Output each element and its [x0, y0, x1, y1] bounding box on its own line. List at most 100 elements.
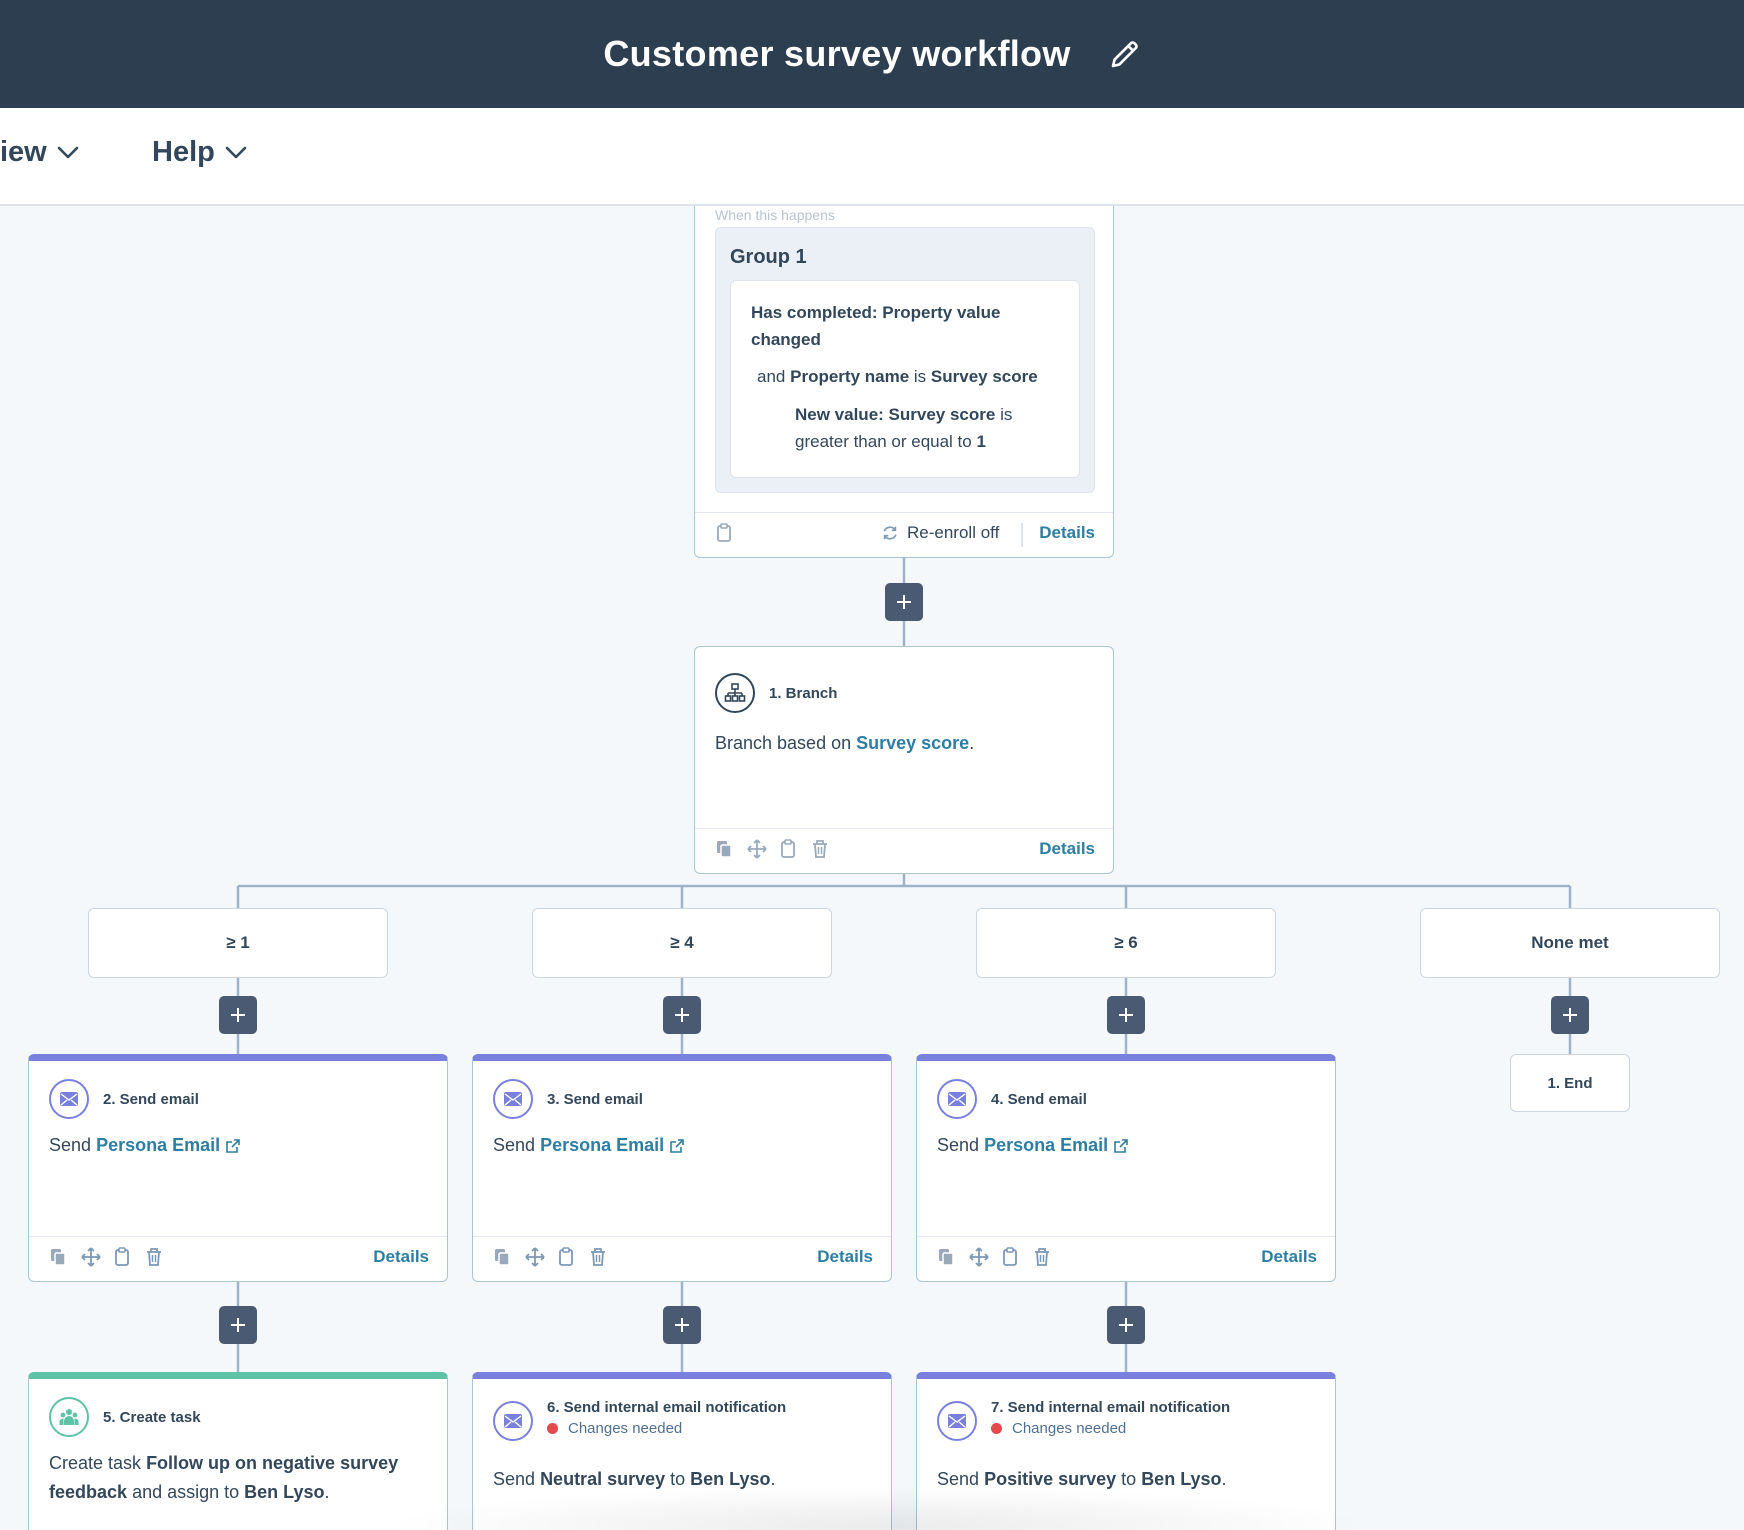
- plus-icon: [675, 1008, 689, 1022]
- condition-line2: and Property name is Survey score: [757, 367, 1038, 386]
- step-footer: Details: [917, 1236, 1335, 1281]
- reenroll-status[interactable]: Re-enroll off: [881, 523, 999, 543]
- plus-icon: [1119, 1008, 1133, 1022]
- condition-line1: Has completed: Property value changed: [751, 303, 1001, 349]
- branch-description: Branch based on Survey score.: [715, 733, 975, 753]
- add-step-button[interactable]: [219, 1306, 257, 1344]
- clipboard-icon[interactable]: [779, 839, 799, 859]
- move-icon[interactable]: [81, 1247, 101, 1267]
- external-link-icon: [670, 1139, 684, 1154]
- clipboard-icon[interactable]: [557, 1247, 577, 1267]
- trigger-group: Group 1 Has completed: Property value ch…: [715, 227, 1095, 493]
- step-description: Send Positive survey to Ben Lyso.: [937, 1469, 1227, 1489]
- workflow-canvas[interactable]: When this happens Group 1 Has completed:…: [0, 206, 1744, 1530]
- trash-icon[interactable]: [145, 1247, 165, 1267]
- step-title: 5. Create task: [103, 1408, 201, 1426]
- plus-icon: [231, 1318, 245, 1332]
- add-step-button[interactable]: [1551, 996, 1589, 1034]
- create-task-card[interactable]: 5. Create task Create task Follow up on …: [28, 1372, 448, 1530]
- branch-label-none-met[interactable]: None met: [1420, 908, 1720, 978]
- trigger-condition-box[interactable]: Has completed: Property value changed an…: [730, 280, 1080, 478]
- trash-icon[interactable]: [589, 1247, 609, 1267]
- persona-email-link[interactable]: Persona Email: [96, 1135, 221, 1155]
- trigger-details-link[interactable]: Details: [1039, 523, 1095, 542]
- branch-icon: [715, 673, 755, 713]
- copy-icon[interactable]: [49, 1247, 69, 1267]
- add-step-button[interactable]: [1107, 996, 1145, 1034]
- step-title: 6. Send internal email notification: [547, 1399, 787, 1416]
- branch-label-ge-6[interactable]: ≥ 6: [976, 908, 1276, 978]
- plus-icon: [1563, 1008, 1577, 1022]
- step-title: 4. Send email: [991, 1090, 1087, 1108]
- email-icon: [937, 1401, 977, 1441]
- pencil-icon[interactable]: [1109, 38, 1141, 70]
- view-menu-label: iew: [0, 136, 47, 168]
- send-email-card[interactable]: 3. Send email Send Persona Email Details: [472, 1054, 892, 1282]
- trash-icon[interactable]: [811, 839, 831, 859]
- add-step-button[interactable]: [219, 996, 257, 1034]
- move-icon[interactable]: [747, 839, 767, 859]
- persona-email-link[interactable]: Persona Email: [540, 1135, 665, 1155]
- add-step-button[interactable]: [663, 996, 701, 1034]
- condition-line3: New value: Survey score is greater than …: [795, 405, 1013, 451]
- branch-card[interactable]: 1. Branch Branch based on Survey score. …: [694, 646, 1114, 874]
- trash-icon[interactable]: [1033, 1247, 1053, 1267]
- branch-label-ge-1[interactable]: ≥ 1: [88, 908, 388, 978]
- plus-icon: [231, 1008, 245, 1022]
- plus-icon: [897, 595, 911, 609]
- trigger-footer: Re-enroll off Details: [695, 512, 1113, 557]
- error-dot-icon: [991, 1423, 1002, 1434]
- survey-score-link[interactable]: Survey score: [856, 733, 970, 753]
- copy-icon[interactable]: [715, 839, 735, 859]
- footer-divider: [1021, 523, 1023, 547]
- send-email-card[interactable]: 4. Send email Send Persona Email Details: [916, 1054, 1336, 1282]
- step-description: Send Neutral survey to Ben Lyso.: [493, 1469, 776, 1489]
- trigger-caption: When this happens: [715, 207, 835, 223]
- step-title: 7. Send internal email notification: [991, 1399, 1231, 1416]
- add-step-button[interactable]: [663, 1306, 701, 1344]
- refresh-icon: [883, 526, 897, 540]
- clipboard-icon[interactable]: [1001, 1247, 1021, 1267]
- add-step-button[interactable]: [885, 583, 923, 621]
- move-icon[interactable]: [525, 1247, 545, 1267]
- step-details-link[interactable]: Details: [817, 1247, 873, 1266]
- step-footer: Details: [29, 1236, 447, 1281]
- step-details-link[interactable]: Details: [1261, 1247, 1317, 1266]
- branch-footer: Details: [695, 828, 1113, 873]
- help-menu[interactable]: Help: [152, 136, 247, 169]
- plus-icon: [1119, 1318, 1133, 1332]
- send-email-card[interactable]: 2. Send email Send Persona Email Details: [28, 1054, 448, 1282]
- step-title: 2. Send email: [103, 1090, 199, 1108]
- email-icon: [49, 1079, 89, 1119]
- branch-label-ge-4[interactable]: ≥ 4: [532, 908, 832, 978]
- branch-title: 1. Branch: [769, 684, 838, 702]
- view-menu[interactable]: iew: [0, 136, 79, 169]
- copy-icon[interactable]: [937, 1247, 957, 1267]
- persona-email-link[interactable]: Persona Email: [984, 1135, 1109, 1155]
- status-badge: Changes needed: [991, 1420, 1230, 1437]
- email-icon: [493, 1401, 533, 1441]
- external-link-icon: [226, 1139, 240, 1154]
- menu-bar: iew Help: [0, 108, 1744, 206]
- status-badge: Changes needed: [547, 1420, 786, 1437]
- branch-details-link[interactable]: Details: [1039, 839, 1095, 858]
- trigger-card[interactable]: When this happens Group 1 Has completed:…: [694, 206, 1114, 558]
- move-icon[interactable]: [969, 1247, 989, 1267]
- external-link-icon: [1114, 1139, 1128, 1154]
- add-step-button[interactable]: [1107, 1306, 1145, 1344]
- step-description: Send Persona Email: [493, 1131, 684, 1160]
- chevron-down-icon: [225, 146, 247, 158]
- copy-icon[interactable]: [493, 1247, 513, 1267]
- plus-icon: [675, 1318, 689, 1332]
- email-icon: [937, 1079, 977, 1119]
- clipboard-icon[interactable]: [113, 1247, 133, 1267]
- email-icon: [493, 1079, 533, 1119]
- workflow-header: Customer survey workflow: [0, 0, 1744, 108]
- internal-notification-card[interactable]: 7. Send internal email notification Chan…: [916, 1372, 1336, 1530]
- step-details-link[interactable]: Details: [373, 1247, 429, 1266]
- end-step[interactable]: 1. End: [1510, 1054, 1630, 1112]
- clipboard-icon[interactable]: [715, 523, 735, 543]
- chevron-down-icon: [57, 146, 79, 158]
- internal-notification-card[interactable]: 6. Send internal email notification Chan…: [472, 1372, 892, 1530]
- step-description: Create task Follow up on negative survey…: [49, 1453, 399, 1502]
